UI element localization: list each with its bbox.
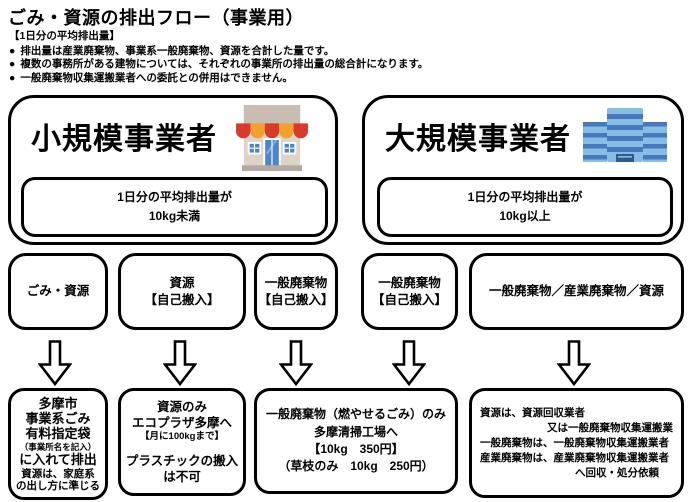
notes-heading: 【1日分の平均排出量】 bbox=[9, 30, 120, 42]
category-ippan-jiko-hannyu-small: 一般廃棄物 【自己搬入】 bbox=[254, 253, 338, 330]
criteria-line-2: 10kg未満 bbox=[148, 209, 201, 223]
dest-line: 有料指定袋 bbox=[25, 426, 91, 442]
criteria-line-1: 1日分の平均排出量が bbox=[467, 190, 583, 205]
destination-eco-plaza: 資源のみ エコプラザ多摩へ 【月に100kgまで】 プラスチックの搬入 は不可 bbox=[118, 388, 246, 496]
dest-line: 一般廃棄物（燃やせるごみ）のみ bbox=[265, 407, 446, 422]
dest-line: 資源のみ bbox=[156, 399, 207, 414]
dest-line: 【10kg 350円】 bbox=[308, 442, 404, 456]
category-gomi-shigen: ごみ・資源 bbox=[8, 253, 108, 330]
category-label: 一般廃棄物 bbox=[264, 275, 328, 290]
note-bullet-3: ● 一般廃棄物収集運搬業者への委託との併用はできません。 bbox=[9, 72, 428, 86]
down-arrow-icon bbox=[557, 340, 591, 386]
store-icon bbox=[236, 104, 308, 172]
bullet-icon: ● bbox=[9, 58, 16, 70]
large-business-criteria-box: 1日分の平均排出量が 10kg以上 bbox=[377, 177, 673, 237]
category-sublabel: 【自己搬入】 bbox=[144, 292, 220, 307]
dest-line: 産業廃棄物は、産業廃棄物収集運搬業者 bbox=[480, 451, 669, 464]
office-building-icon bbox=[583, 108, 667, 162]
down-arrow-icon bbox=[163, 340, 197, 386]
notes-block: 【1日分の平均排出量】 ● 排出量は産業廃棄物、事業系一般廃棄物、資源を合計した… bbox=[9, 30, 428, 85]
category-ippan-jiko-hannyu-large: 一般廃棄物 【自己搬入】 bbox=[361, 253, 458, 330]
note-text-3: 一般廃棄物収集運搬業者への委託との併用はできません。 bbox=[20, 71, 293, 84]
category-label: 資源 bbox=[169, 275, 195, 290]
bullet-icon: ● bbox=[9, 44, 16, 57]
category-ippan-sangyo-shigen: 一般廃棄物／産業廃棄物／資源 bbox=[469, 253, 684, 330]
category-sublabel: 【自己搬入】 bbox=[371, 292, 447, 307]
dest-line: の出し方に準じる bbox=[16, 479, 100, 492]
page-title: ごみ・資源の排出フロー（事業用） bbox=[8, 8, 304, 28]
small-business-box: 小規模事業者 1日分の平均排出量が 10kg未満 bbox=[8, 95, 338, 245]
category-sublabel: 【自己搬入】 bbox=[258, 292, 334, 307]
destination-collection-contractors: 資源は、資源回収業者 又は一般廃棄物収集運搬業 一般廃棄物は、一般廃棄物収集運搬… bbox=[469, 388, 684, 498]
category-label: 一般廃棄物／産業廃棄物／資源 bbox=[488, 284, 664, 299]
destination-designated-bag: 多摩市 事業系ごみ 有料指定袋 （事業所名を記入） に入れて排出 資源は、家庭系… bbox=[8, 388, 108, 500]
dest-line: へ回収・処分依頼 bbox=[575, 466, 659, 479]
criteria-line-2: 10kg以上 bbox=[499, 209, 551, 223]
dest-line: 【月に100kgまで】 bbox=[140, 431, 224, 443]
small-business-title: 小規模事業者 bbox=[31, 123, 217, 156]
dest-line: 資源は、資源回収業者 bbox=[480, 407, 585, 419]
dest-line: （事業所名を記入） bbox=[19, 441, 97, 452]
down-arrow-icon bbox=[392, 340, 426, 386]
destination-cleaning-plant: 一般廃棄物（燃やせるごみ）のみ 多摩清掃工場へ 【10kg 350円】 （草枝の… bbox=[254, 388, 458, 494]
dest-line: プラスチックの搬入 bbox=[125, 453, 239, 468]
dest-line: （草枝のみ 10kg 250円） bbox=[278, 459, 434, 474]
dest-line: 又は一般廃棄物収集運搬業 bbox=[547, 421, 673, 434]
criteria-line-1: 1日分の平均排出量が bbox=[117, 190, 232, 205]
dest-line: 多摩清掃工場へ bbox=[313, 424, 398, 439]
down-arrow-icon bbox=[38, 340, 72, 386]
category-shigen-jiko-hannyu: 資源 【自己搬入】 bbox=[118, 253, 246, 330]
dest-line: 一般廃棄物は、一般廃棄物収集運搬業者 bbox=[480, 436, 669, 449]
large-business-box: 大規模事業者 1日分の平均排出量が 10kg以上 bbox=[362, 95, 684, 245]
dest-line: 事業系ごみ bbox=[25, 410, 91, 426]
dest-line: 資源は、家庭系 bbox=[21, 467, 95, 480]
note-text-2: 複数の事務所がある建物については、それぞれの事業所の排出量の総合計になります。 bbox=[20, 58, 429, 70]
category-label: 一般廃棄物 bbox=[378, 275, 441, 290]
dest-line: は不可 bbox=[163, 469, 201, 484]
down-arrow-icon bbox=[279, 340, 313, 386]
note-text-1: 排出量は産業廃棄物、事業系一般廃棄物、資源を合計した量です。 bbox=[20, 44, 335, 57]
dest-line: に入れて排出 bbox=[19, 452, 97, 468]
note-bullet-1: ● 排出量は産業廃棄物、事業系一般廃棄物、資源を合計した量です。 bbox=[9, 45, 428, 59]
bullet-icon: ● bbox=[9, 71, 16, 84]
dest-line: エコプラザ多摩へ bbox=[131, 416, 232, 431]
category-label: ごみ・資源 bbox=[26, 284, 90, 299]
dest-line: 多摩市 bbox=[38, 395, 78, 411]
note-bullet-2: ● 複数の事務所がある建物については、それぞれの事業所の排出量の総合計になります… bbox=[9, 58, 428, 72]
small-business-criteria-box: 1日分の平均排出量が 10kg未満 bbox=[21, 177, 328, 237]
large-business-title: 大規模事業者 bbox=[385, 123, 571, 156]
